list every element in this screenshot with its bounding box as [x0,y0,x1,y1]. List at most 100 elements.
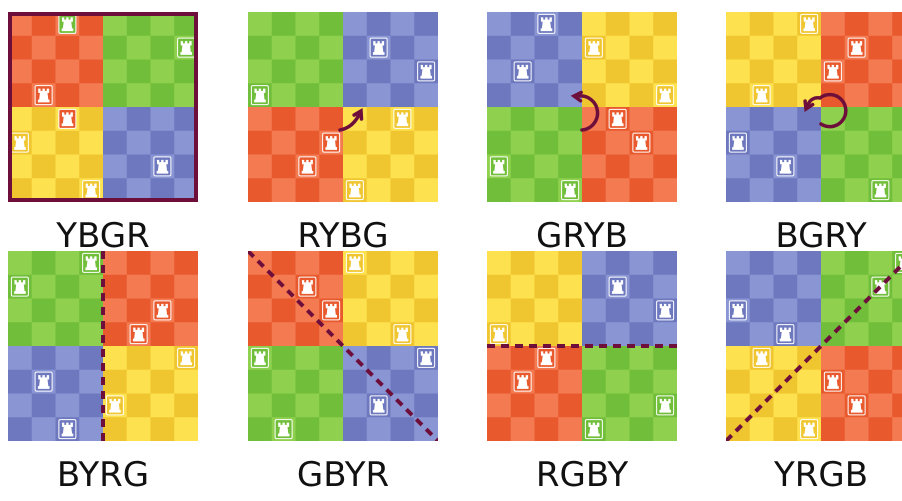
board-square [271,12,296,37]
board-square [295,59,320,84]
board-square [103,59,128,84]
board-square [174,178,198,202]
board-square [103,298,128,323]
blue-rook-icon [728,300,747,321]
board-square [582,59,607,84]
board-square [366,251,391,276]
board-square [31,35,56,60]
board-square [343,393,368,418]
board-cell-yrgb: YRGB [726,251,902,501]
blue-rook-icon [417,347,436,368]
board-square [558,59,583,84]
board-square [79,59,104,84]
board-square [150,346,175,371]
board-square [510,298,535,323]
board-square [248,130,273,155]
board-square [487,12,512,37]
board-square [868,369,893,394]
board-square [126,417,151,441]
board-square [103,346,128,371]
board-square [126,369,151,394]
board-square [773,59,798,84]
red-rook-icon [847,37,866,58]
board-square [868,346,893,371]
board-square [343,154,368,179]
board-square [103,12,128,37]
reflection-line [726,262,902,441]
yellow-rook-icon [345,252,364,273]
board-square [248,393,273,418]
board-square [844,417,869,441]
board-square [749,322,774,347]
board-square [558,369,583,394]
board-square [295,107,320,132]
board-square [605,35,630,60]
board-square [558,274,583,299]
board-square [8,59,33,84]
board-square [55,393,80,418]
board-square [79,107,104,132]
board-square [343,12,368,37]
board-square [174,154,198,179]
board-square [749,298,774,323]
yellow-rook-icon [752,347,771,368]
board-square [390,251,415,276]
reflection-line [248,251,438,441]
board-square [629,369,654,394]
board-square [55,298,80,323]
board-square [844,12,869,37]
board-square [534,251,559,276]
green-rook-icon [82,252,101,273]
board-square [868,107,893,132]
board-square [150,274,175,299]
board-square [174,83,198,108]
board-square [487,369,512,394]
board-square [248,107,273,132]
board-square [150,322,175,347]
board-square [55,346,80,371]
board-square [414,35,438,60]
board-label: BYRG [56,455,150,495]
board-square [79,322,104,347]
board-square [55,178,80,202]
board-square [558,35,583,60]
board-square [558,154,583,179]
board-square [414,178,438,202]
board-square [103,369,128,394]
chessboard [726,251,902,441]
green-rook-icon [274,419,293,440]
board-square [487,178,512,202]
board-square [248,369,273,394]
board-square [366,178,391,202]
board-square [343,322,368,347]
board-square [749,130,774,155]
board-square [821,274,846,299]
board-square [749,59,774,84]
board-square [319,12,344,37]
board-square [248,154,273,179]
rotate-arrow-icon [803,92,848,129]
board-square [629,178,654,202]
board-square [821,251,846,276]
board-square [605,83,630,108]
board-square [55,59,80,84]
board-square [653,417,677,441]
board-square [605,322,630,347]
board-square [390,274,415,299]
board-square [126,12,151,37]
board-square [749,178,774,202]
board-square [103,83,128,108]
blue-rook-icon [537,13,556,34]
board-square [868,417,893,441]
board-label: RYBG [297,216,389,256]
board-square [726,107,751,132]
board-square [629,417,654,441]
board-square [174,251,198,276]
blue-rook-icon [776,324,795,345]
board-square [892,59,902,84]
board-square [605,12,630,37]
board-square [605,59,630,84]
board-square [390,154,415,179]
board-square [55,130,80,155]
board-square [31,393,56,418]
